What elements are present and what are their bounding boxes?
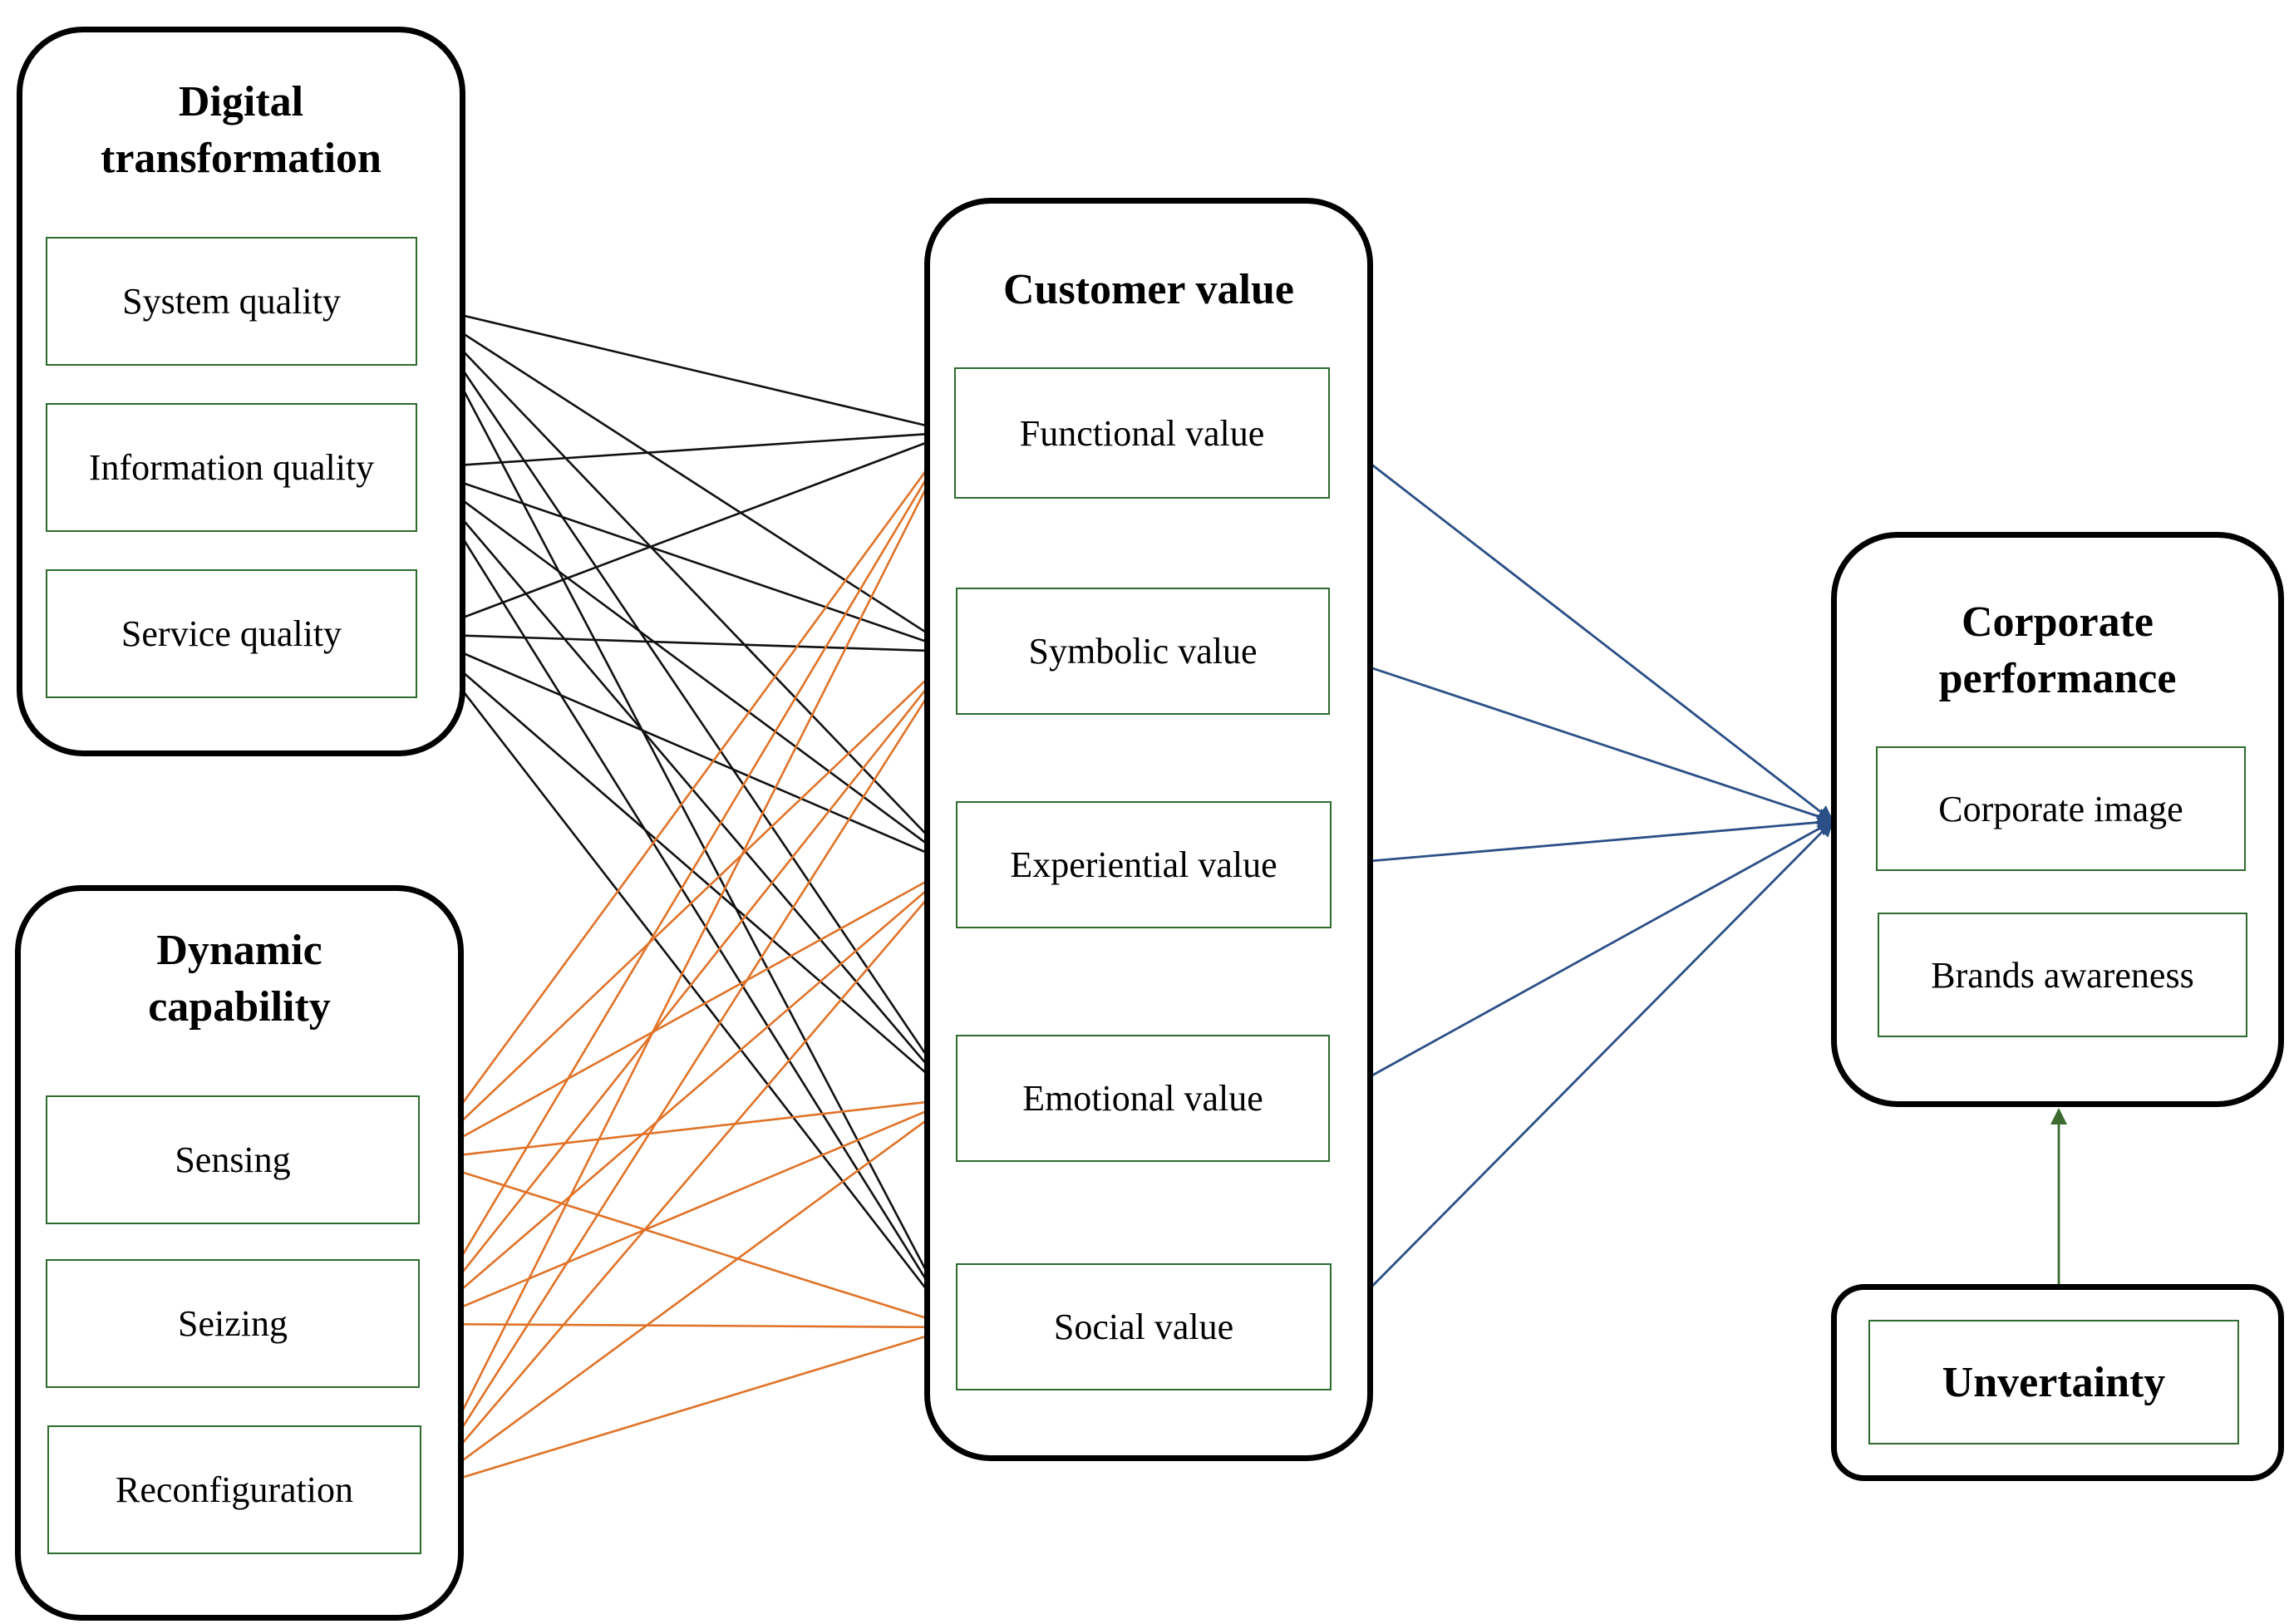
dynamic-edge-2-1: [421, 650, 957, 1490]
corporate-performance-title: Corporate performance: [1837, 594, 2278, 707]
dynamic-edge-2-2: [422, 864, 957, 1490]
reconfiguration-node: Reconfiguration: [47, 1425, 421, 1554]
functional-value-node: Functional value: [954, 367, 1330, 499]
customer-edge-0: [1329, 431, 1834, 823]
digital-edge-0-1: [418, 303, 957, 653]
dynamic-edge-1-2: [421, 864, 957, 1325]
corporate-image-label: Corporate image: [1938, 788, 2183, 829]
digital-edge-0-0: [418, 303, 956, 437]
digital-edge-0-3: [417, 304, 957, 1100]
service-quality-node: Service quality: [46, 569, 417, 698]
social-value-label: Social value: [1053, 1307, 1234, 1347]
dynamic-edge-0-3: [421, 1092, 957, 1161]
social-value-node: Social value: [956, 1263, 1332, 1390]
customer-edge-4: [1331, 819, 1834, 1328]
emotional-value-label: Emotional value: [1022, 1078, 1263, 1119]
dynamic-edge-0-4: [421, 1158, 957, 1331]
dynamic-edge-0-1: [421, 650, 957, 1160]
digital-edge-1-1: [418, 466, 957, 655]
dynamic-capability-title-line1: Dynamic: [156, 927, 322, 974]
dynamic-edge-0-0: [420, 431, 956, 1160]
digital-edge-2-2: [418, 632, 957, 868]
digital-edge-1-3: [418, 467, 957, 1100]
sensing-node: Sensing: [46, 1095, 420, 1224]
emotional-value-node: Emotional value: [956, 1035, 1330, 1162]
customer-edge-1: [1329, 652, 1834, 824]
customer-value-title: Customer value: [1002, 266, 1294, 313]
corporate-performance-title-line2: performance: [1938, 655, 2177, 702]
uncertainty-node: Unvertainty: [1868, 1320, 2239, 1444]
experiential-value-label: Experiential value: [1010, 844, 1277, 885]
functional-value-label: Functional value: [1019, 412, 1265, 454]
experiential-value-node: Experiential value: [956, 801, 1332, 928]
information-quality-label: Information quality: [88, 447, 375, 488]
digital-edge-1-0: [418, 425, 956, 470]
system-quality-node: System quality: [46, 237, 417, 366]
digital-edge-2-4: [417, 633, 957, 1329]
digital-transformation-title: Digital transformation: [22, 74, 460, 187]
dynamic-edge-1-0: [420, 431, 956, 1325]
information-quality-node: Information quality: [46, 403, 417, 532]
digital-edge-1-4: [417, 467, 957, 1329]
dynamic-capability-title: Dynamic capability: [21, 923, 458, 1036]
seizing-label: Seizing: [178, 1303, 288, 1344]
digital-transformation-title-line2: transformation: [101, 135, 382, 182]
digital-edge-2-0: [418, 429, 956, 636]
digital-transformation-title-line1: Digital: [178, 78, 304, 125]
digital-edge-2-3: [418, 633, 957, 1100]
seizing-node: Seizing: [46, 1259, 420, 1388]
customer-edge-2: [1331, 814, 1834, 866]
digital-edge-2-1: [418, 632, 957, 660]
dynamic-edge-2-0: [421, 431, 956, 1490]
symbolic-value-node: Symbolic value: [956, 588, 1330, 715]
corporate-performance-title-line1: Corporate: [1961, 598, 2154, 646]
reconfiguration-label: Reconfiguration: [116, 1469, 353, 1510]
digital-edge-0-2: [418, 304, 957, 867]
dynamic-capability-title-line2: capability: [148, 983, 331, 1031]
dynamic-edge-2-4: [422, 1323, 957, 1491]
brands-awareness-label: Brands awareness: [1931, 954, 2194, 996]
dynamic-edge-1-1: [420, 650, 957, 1325]
digital-edge-0-4: [417, 304, 957, 1329]
dynamic-edge-1-3: [421, 1096, 957, 1326]
system-quality-label: System quality: [122, 281, 341, 322]
digital-edge-1-2: [418, 466, 957, 867]
symbolic-value-label: Symbolic value: [1028, 631, 1258, 672]
brands-awareness-node: Brands awareness: [1878, 913, 2247, 1037]
dynamic-edge-2-3: [422, 1097, 957, 1491]
customer-edge-3: [1329, 819, 1834, 1100]
service-quality-label: Service quality: [121, 613, 342, 654]
uncertainty-label: Unvertainty: [1942, 1358, 2166, 1406]
dynamic-edge-0-2: [421, 864, 957, 1161]
dynamic-edge-1-4: [421, 1318, 957, 1336]
sensing-label: Sensing: [175, 1139, 291, 1180]
corporate-image-node: Corporate image: [1876, 746, 2246, 871]
